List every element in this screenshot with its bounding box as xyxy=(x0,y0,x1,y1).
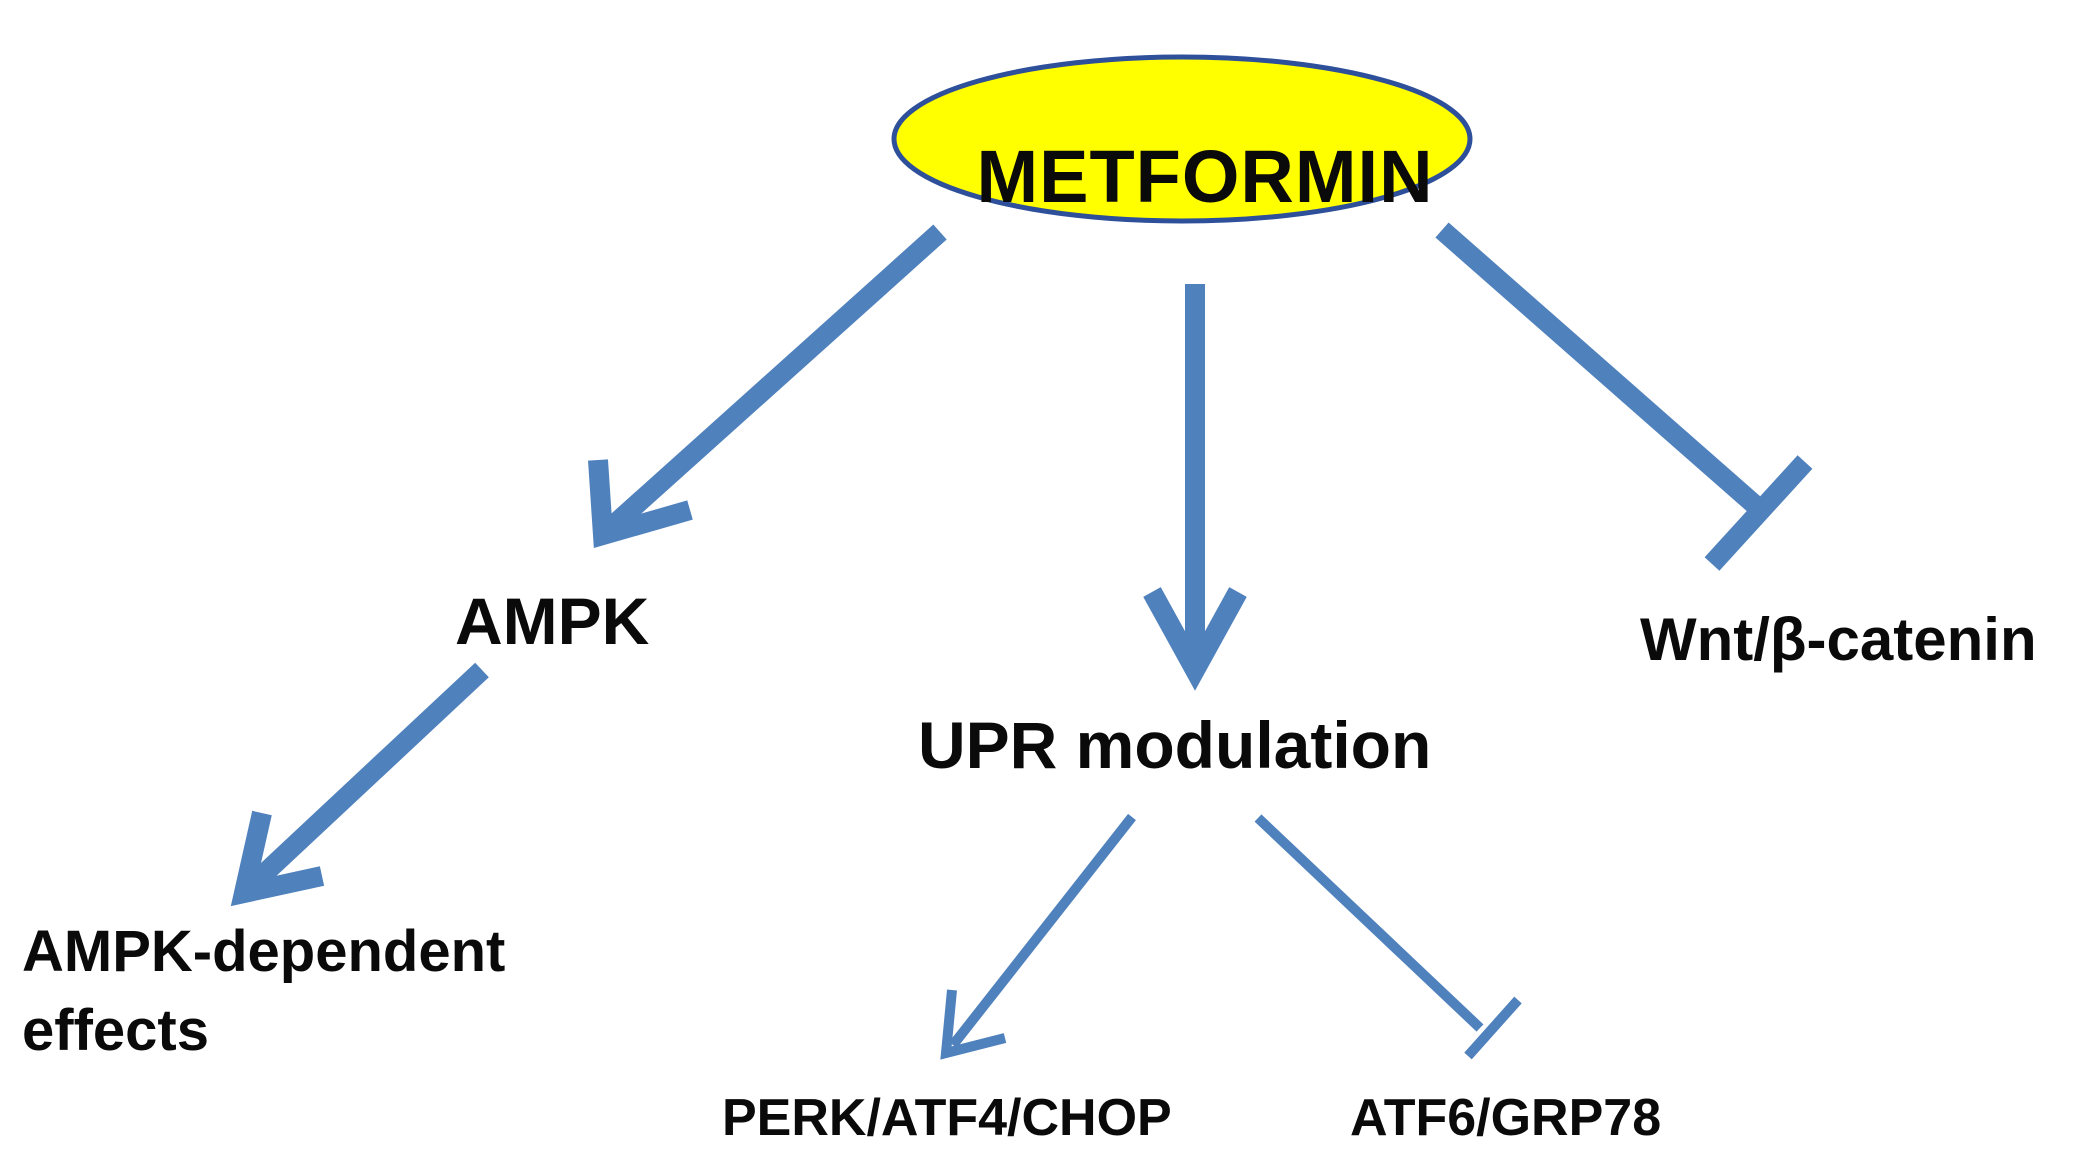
edge-metformin-to-ampk xyxy=(588,224,947,549)
ampk-label: AMPK xyxy=(455,584,650,658)
ampk-dependent-effects-label: AMPK-dependent effects xyxy=(22,919,506,1064)
metformin-node-ellipse xyxy=(891,54,1473,224)
atf6-grp78-label: ATF6/GRP78 xyxy=(1350,1089,1662,1147)
perk-atf4-chop-label: PERK/ATF4/CHOP xyxy=(722,1089,1172,1147)
edge-ampk-to-effects xyxy=(230,662,489,907)
edge-metformin-to-upr xyxy=(1143,284,1247,691)
upr-modulation-label: UPR modulation xyxy=(918,708,1432,782)
edge-metformin-inhibits-wnt xyxy=(1435,222,1813,571)
metformin-label: METFORMIN xyxy=(976,135,1434,218)
edge-upr-to-perk xyxy=(940,813,1136,1060)
wnt-beta-catenin-label: Wnt/β-catenin xyxy=(1640,606,2037,673)
edge-upr-inhibits-atf6 xyxy=(1254,814,1522,1060)
